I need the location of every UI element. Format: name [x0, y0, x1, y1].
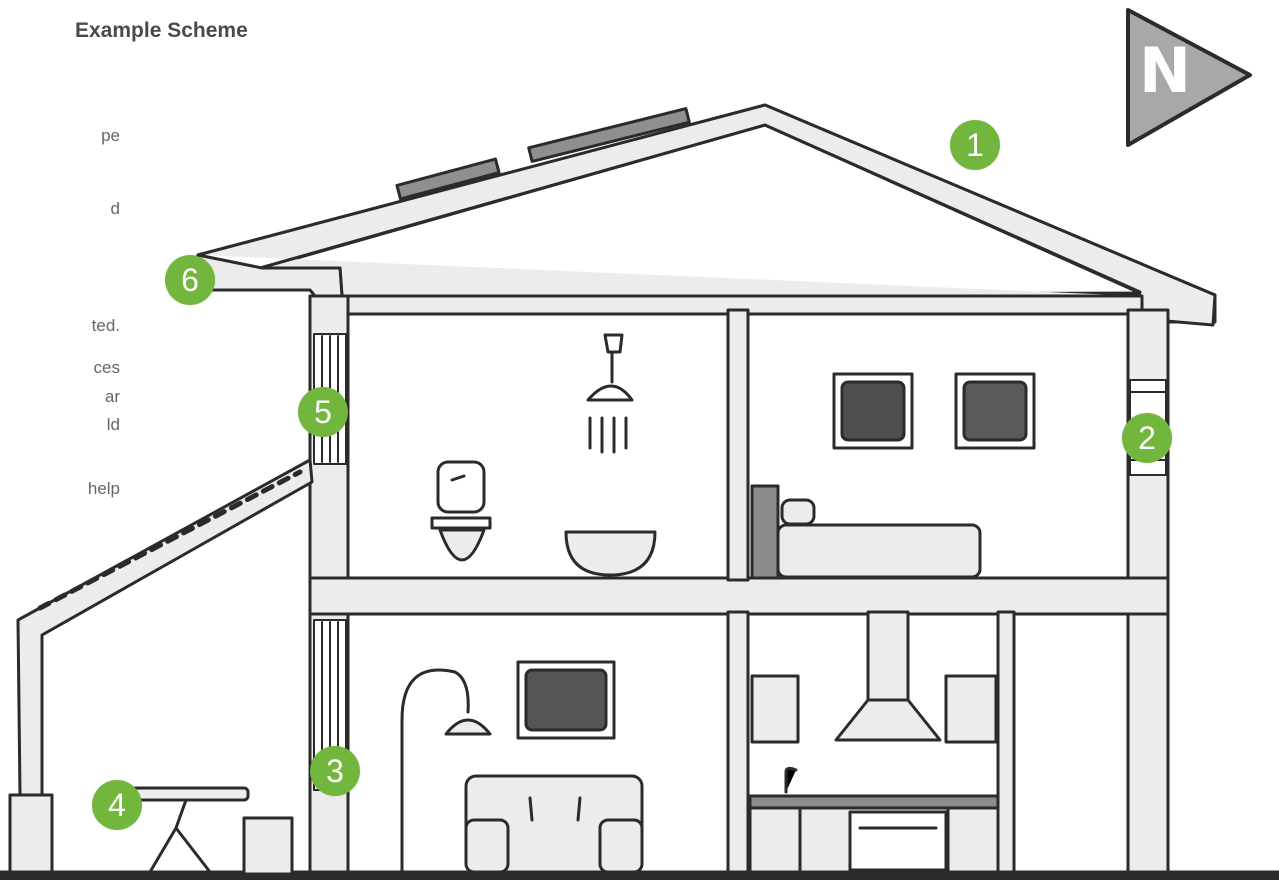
bed-icon [752, 486, 980, 578]
attic-floor [310, 296, 1142, 314]
toilet-icon [432, 462, 490, 560]
marker-badge[interactable]: 5 [298, 387, 348, 437]
lower-interior-wall-right [998, 612, 1014, 878]
kitchen-cabinet [752, 676, 798, 742]
middle-floor [310, 578, 1168, 614]
marker-badge[interactable]: 3 [310, 746, 360, 796]
compass-north-label: N [1135, 36, 1195, 106]
marker-badge[interactable]: 2 [1122, 413, 1172, 463]
shower-icon [588, 335, 632, 452]
kitchen-cabinet [946, 676, 996, 742]
table-icon [132, 788, 292, 874]
sofa-icon [466, 776, 642, 872]
upper-interior-wall [728, 310, 748, 580]
sunspace [10, 460, 312, 875]
kitchen-counter [750, 768, 998, 872]
marker-badge[interactable]: 4 [92, 780, 142, 830]
range-hood-icon [836, 612, 940, 740]
picture-frame-icon [956, 374, 1034, 448]
marker-badge[interactable]: 1 [950, 120, 1000, 170]
bathtub-icon [566, 532, 655, 575]
marker-badge[interactable]: 6 [165, 255, 215, 305]
ground [0, 872, 1279, 880]
picture-frame-icon [834, 374, 912, 448]
lower-interior-wall [728, 612, 748, 878]
roof [198, 105, 1215, 325]
tv-icon [518, 662, 614, 738]
